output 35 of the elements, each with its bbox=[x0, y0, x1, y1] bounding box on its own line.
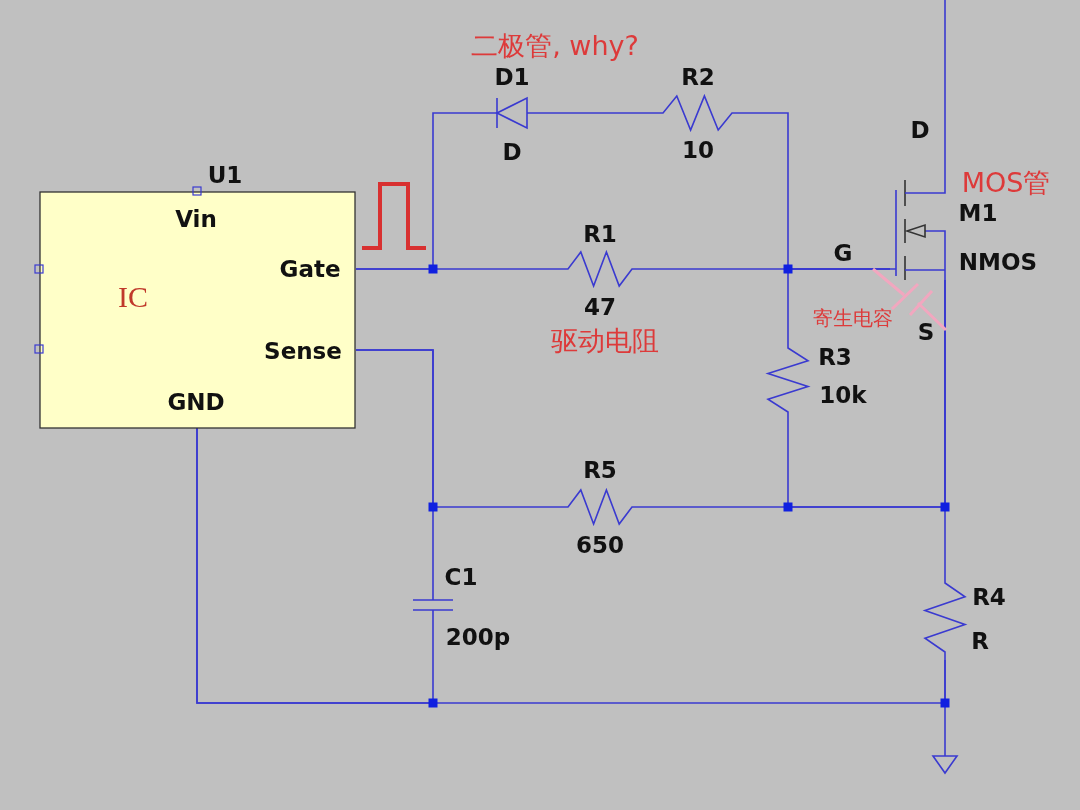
annotation-text: 二极管, why? bbox=[471, 31, 639, 59]
annotation-text: 驱动电阻 bbox=[551, 326, 659, 354]
value-label: R bbox=[971, 629, 989, 653]
annotation-text: MOS管 bbox=[961, 168, 1051, 196]
wire bbox=[944, 659, 946, 757]
annotation-text: 寄生电容 bbox=[813, 308, 893, 328]
wire bbox=[355, 349, 561, 508]
component-label: R2 bbox=[681, 65, 715, 89]
wire bbox=[787, 268, 891, 341]
component-label: D1 bbox=[494, 65, 530, 89]
component-label: C1 bbox=[444, 565, 478, 589]
component-label: R5 bbox=[583, 458, 617, 482]
component-label: R4 bbox=[972, 585, 1006, 609]
value-label: 10 bbox=[682, 138, 714, 162]
wire bbox=[355, 268, 561, 270]
component-label: M1 bbox=[958, 201, 998, 225]
pin-label: G bbox=[833, 241, 853, 265]
value-label: 10k bbox=[819, 383, 867, 407]
pin-label: GND bbox=[167, 390, 225, 414]
pin-label: Gate bbox=[279, 257, 341, 281]
ic-label: IC bbox=[118, 282, 148, 312]
value-label: D bbox=[502, 140, 522, 164]
pin-label: D bbox=[910, 118, 930, 142]
component-label: R1 bbox=[583, 222, 617, 246]
value-label: 650 bbox=[576, 533, 624, 557]
pin-label: Sense bbox=[264, 339, 342, 363]
value-label: 47 bbox=[584, 295, 616, 319]
pin-label: S bbox=[917, 320, 935, 344]
value-label: NMOS bbox=[958, 250, 1038, 274]
value-label: 200p bbox=[445, 625, 511, 649]
wire bbox=[534, 112, 656, 114]
wire bbox=[944, 0, 946, 181]
component-label: U1 bbox=[207, 163, 243, 187]
pin-label: Vin bbox=[175, 207, 217, 231]
component-label: R3 bbox=[818, 345, 852, 369]
